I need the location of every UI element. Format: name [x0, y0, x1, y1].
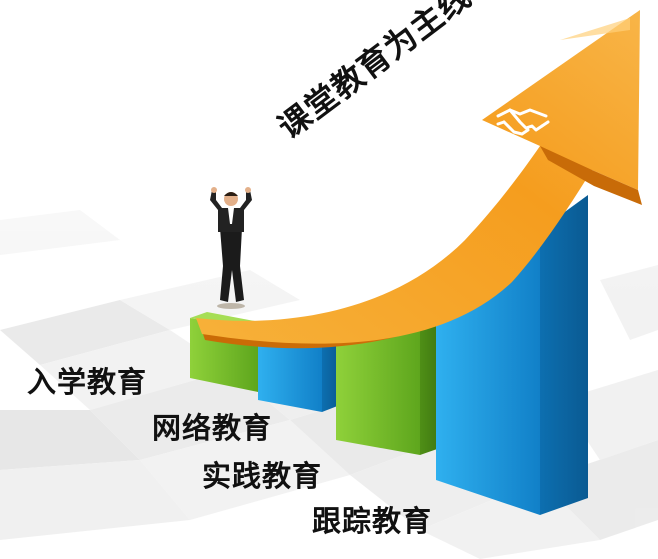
bar-practice-education: [336, 310, 440, 455]
businessman-figure: [210, 187, 252, 309]
label-entry-education: 入学教育: [27, 365, 148, 399]
handshake-icon: [496, 108, 550, 136]
label-follow-education: 跟踪教育: [312, 504, 433, 538]
rising-arrow: [196, 10, 642, 349]
label-practice-education: 实践教育: [202, 459, 323, 493]
label-network-education: 网络教育: [152, 411, 273, 445]
